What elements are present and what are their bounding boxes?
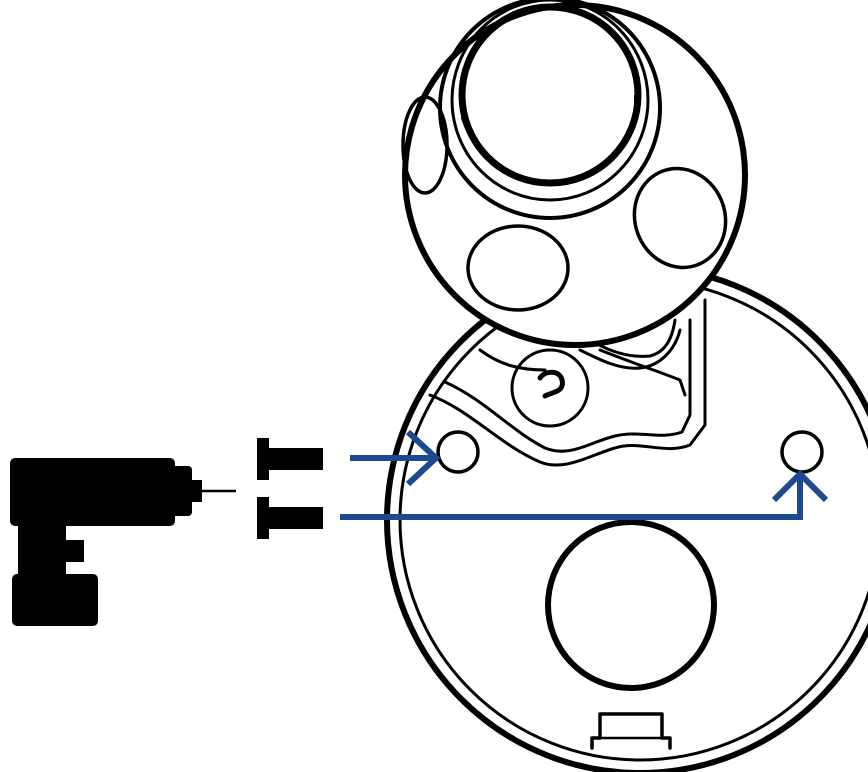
pad-right xyxy=(632,166,728,270)
bottom-tab xyxy=(590,712,672,750)
arrow-icon xyxy=(340,429,829,520)
drill-icon xyxy=(10,458,236,626)
mounting-hole-left xyxy=(436,430,480,474)
screw-icon xyxy=(257,438,323,539)
pad-left xyxy=(401,95,449,195)
camera-ball xyxy=(401,0,748,348)
lens-mid xyxy=(450,0,650,202)
pad-bottom xyxy=(466,224,570,312)
lens-inner xyxy=(458,3,642,187)
cable-hole xyxy=(545,519,717,691)
base-neck xyxy=(428,298,707,467)
